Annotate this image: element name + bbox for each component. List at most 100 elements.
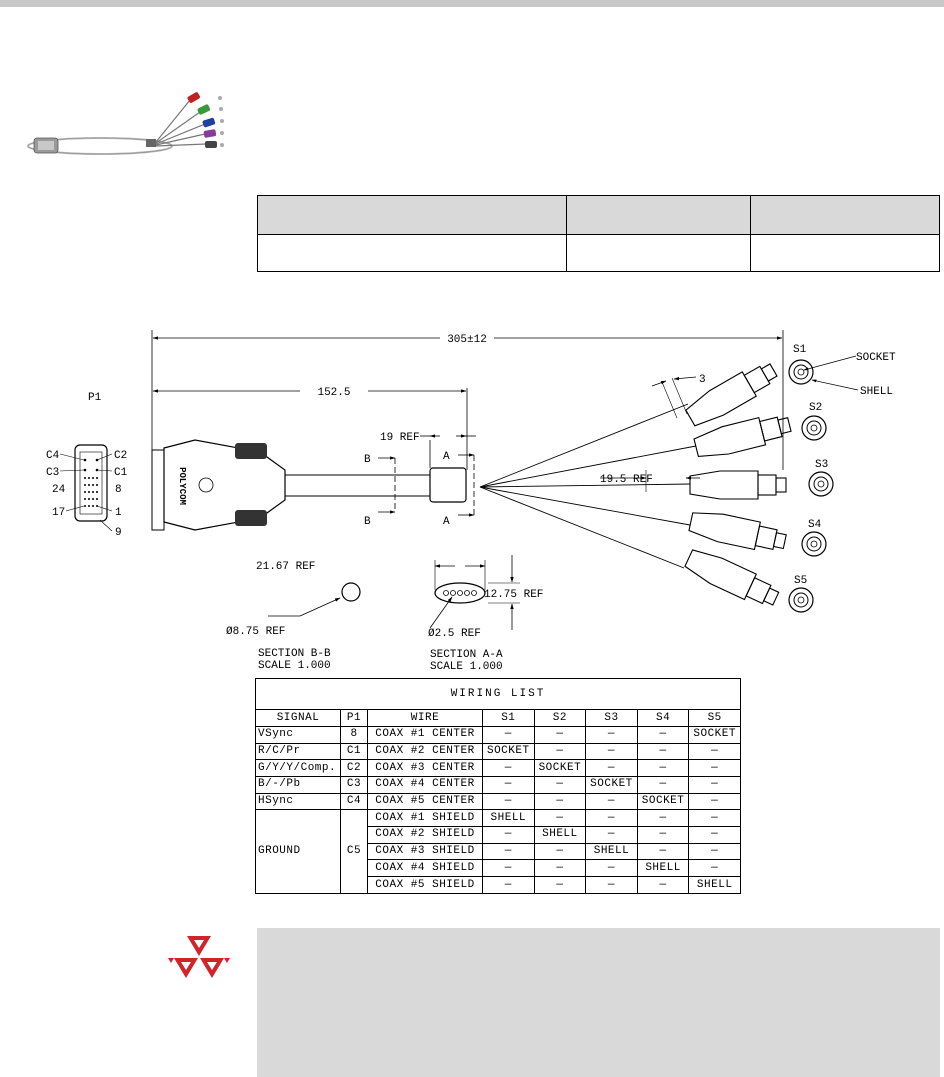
s3-cell: — bbox=[585, 742, 638, 761]
table-row: COAX #4 SHIELD — — — SHELL — bbox=[256, 859, 741, 878]
s4-cell: — bbox=[636, 742, 690, 761]
s2-cell: — bbox=[533, 742, 587, 761]
ref-19-dim: 19 REF bbox=[380, 432, 420, 444]
socket-callout: SOCKET bbox=[856, 352, 896, 364]
s5-cell: — bbox=[688, 842, 741, 861]
ref-21-67-dim: 21.67 REF bbox=[256, 561, 315, 573]
s4-cell: SHELL bbox=[636, 859, 690, 878]
section-b-bottom: B bbox=[364, 516, 371, 528]
s3-cell: — bbox=[585, 809, 638, 828]
wire-cell: COAX #2 CENTER bbox=[367, 742, 483, 761]
s4-cell: — bbox=[636, 876, 690, 894]
signal-cell: VSync bbox=[255, 725, 341, 744]
signal-cell: B/-/Pb bbox=[255, 776, 341, 794]
s5-cell: — bbox=[688, 859, 741, 878]
pin-1-label: 1 bbox=[115, 507, 122, 519]
s5-cell: — bbox=[688, 742, 741, 761]
ref-19-5-dim: 19.5 REF bbox=[600, 474, 653, 486]
s4-cell: — bbox=[636, 725, 690, 744]
spec-header-cell bbox=[257, 195, 567, 235]
spec-cell bbox=[750, 234, 940, 272]
pin-c4-label: C4 bbox=[46, 450, 60, 462]
table-row: G/Y/Y/Comp. C2 COAX #3 CENTER — SOCKET —… bbox=[255, 759, 741, 778]
section-a-top: A bbox=[443, 451, 450, 463]
s1-cell: — bbox=[482, 776, 535, 794]
pin-c3-label: C3 bbox=[46, 467, 59, 479]
wiring-list-table: WIRING LIST SIGNAL P1 WIRE S1 S2 S3 S4 S… bbox=[255, 677, 741, 894]
spec-cell bbox=[566, 234, 751, 272]
s1-cell: SOCKET bbox=[482, 742, 535, 761]
s1-cell: SHELL bbox=[482, 809, 535, 828]
spec-table bbox=[257, 195, 940, 272]
spec-cell bbox=[257, 234, 567, 272]
col-s1: S1 bbox=[482, 709, 535, 727]
s2-label: S2 bbox=[809, 402, 822, 414]
s5-cell: — bbox=[688, 759, 741, 778]
section-bb-title: SECTION B-B bbox=[258, 648, 331, 660]
table-row: VSync 8 COAX #1 CENTER — — — — SOCKET bbox=[255, 725, 741, 744]
wire-cell: COAX #3 CENTER bbox=[367, 759, 483, 778]
s5-cell: — bbox=[688, 776, 741, 794]
half-length-dim: 152.5 bbox=[317, 387, 350, 399]
wire-cell: COAX #5 CENTER bbox=[367, 792, 483, 811]
col-s3: S3 bbox=[585, 709, 638, 727]
s3-cell: — bbox=[585, 759, 638, 778]
diameter-2-5-dim: Ø2.5 REF bbox=[428, 628, 481, 640]
s1-label: S1 bbox=[793, 344, 807, 356]
s4-label: S4 bbox=[808, 519, 822, 531]
s1-cell: — bbox=[482, 842, 535, 861]
s2-cell: — bbox=[533, 792, 587, 811]
spec-table-row bbox=[257, 234, 940, 272]
s4-cell: — bbox=[636, 826, 690, 844]
table-row: COAX #5 SHIELD — — — — SHELL bbox=[256, 876, 741, 894]
section-a-bottom: A bbox=[443, 516, 450, 528]
s4-cell: — bbox=[636, 842, 690, 861]
s3-label: S3 bbox=[815, 459, 828, 471]
s3-cell: SHELL bbox=[585, 842, 638, 861]
wire-cell: COAX #5 SHIELD bbox=[367, 876, 483, 894]
ref-12-75-dim: 12.75 REF bbox=[484, 589, 543, 601]
wire-cell: COAX #2 SHIELD bbox=[367, 826, 483, 844]
wire-cell: COAX #1 SHIELD bbox=[367, 809, 483, 828]
s5-cell: SHELL bbox=[688, 876, 741, 894]
col-wire: WIRE bbox=[367, 709, 483, 727]
s1-cell: — bbox=[482, 859, 535, 878]
pin-8-label: 8 bbox=[115, 484, 122, 496]
note-box bbox=[257, 928, 940, 1077]
col-p1: P1 bbox=[340, 709, 368, 727]
s3-cell: — bbox=[585, 725, 638, 744]
signal-cell: R/C/Pr bbox=[255, 742, 341, 761]
s4-cell: — bbox=[636, 809, 690, 828]
col-s2: S2 bbox=[533, 709, 587, 727]
table-row: HSync C4 COAX #5 CENTER — — — SOCKET — bbox=[255, 792, 741, 811]
pin-c1-label: C1 bbox=[114, 467, 128, 479]
p1-label: P1 bbox=[88, 392, 102, 404]
pin-9-label: 9 bbox=[115, 527, 122, 539]
shell-callout: SHELL bbox=[860, 386, 893, 398]
p1-cell: C1 bbox=[340, 742, 368, 761]
s4-cell: SOCKET bbox=[636, 792, 690, 811]
spec-header-cell bbox=[566, 195, 751, 235]
s5-label: S5 bbox=[794, 575, 807, 587]
table-row: COAX #3 SHIELD — — SHELL — — bbox=[256, 842, 741, 861]
col-s5: S5 bbox=[688, 709, 741, 727]
s2-cell: SOCKET bbox=[533, 759, 587, 778]
top-rule bbox=[0, 0, 944, 7]
signal-cell: HSync bbox=[255, 792, 341, 811]
p1-cell: C2 bbox=[340, 759, 368, 778]
p1-cell: C3 bbox=[340, 776, 368, 794]
s2-cell: — bbox=[533, 876, 587, 894]
s4-cell: — bbox=[636, 776, 690, 794]
wire-cell: COAX #1 CENTER bbox=[367, 725, 483, 744]
table-row: COAX #2 SHIELD — SHELL — — — bbox=[256, 826, 741, 844]
s1-cell: — bbox=[482, 759, 535, 778]
section-aa-scale: SCALE 1.000 bbox=[430, 661, 503, 673]
wire-cell: COAX #4 SHIELD bbox=[367, 859, 483, 878]
dim-3: 3 bbox=[699, 374, 706, 386]
cable-drawing: 305±12 152.5 P1 C4 C2 C3 C1 24 8 17 1 9 … bbox=[46, 330, 896, 673]
s5-cell: SOCKET bbox=[688, 725, 741, 744]
table-row: B/-/Pb C3 COAX #4 CENTER — — SOCKET — — bbox=[255, 776, 741, 794]
pin-24-label: 24 bbox=[52, 484, 66, 496]
diameter-ref: Ø8.75 REF bbox=[226, 626, 285, 638]
polycom-triangles-logo-icon bbox=[168, 936, 230, 978]
